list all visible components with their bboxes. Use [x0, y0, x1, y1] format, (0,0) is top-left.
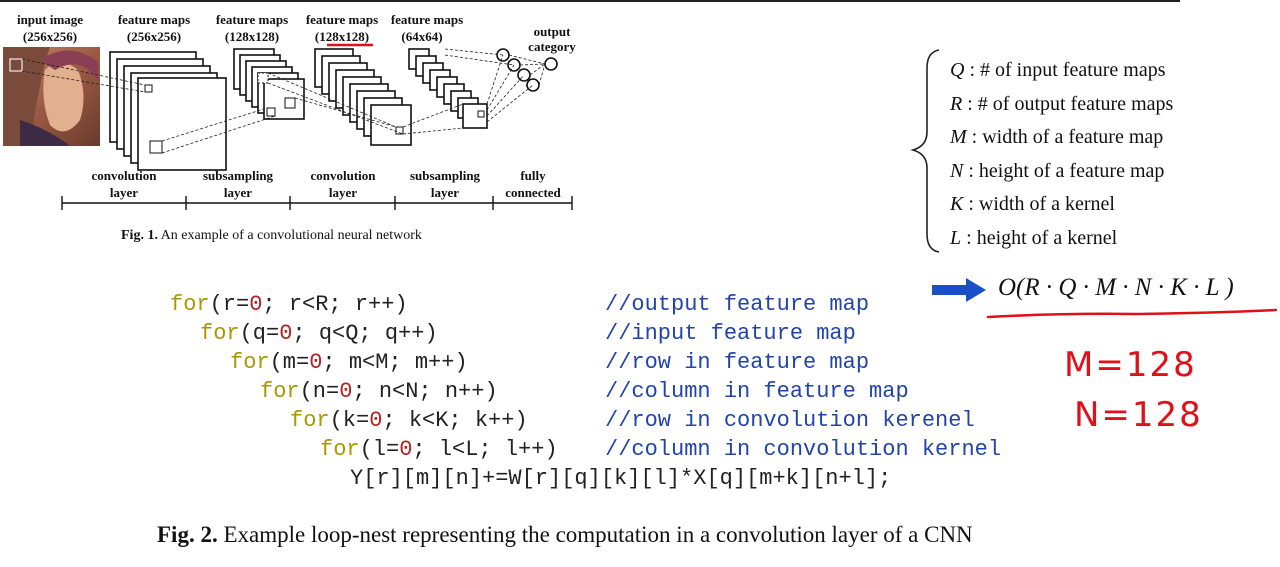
cnn-diagram-graphic: [3, 43, 573, 210]
definition-item: M : width of a feature map: [950, 126, 1164, 149]
definition-item: K : width of a kernel: [950, 193, 1115, 216]
feature-maps-3: [314, 48, 412, 146]
fig1-caption-prefix: Fig. 1.: [121, 228, 158, 243]
code-line-loop-k: for(k=0; k<K; k++): [290, 408, 528, 433]
comment-loop-k: //row in convolution kerenel: [605, 408, 975, 433]
fig2-caption-text: Example loop-nest representing the compu…: [217, 522, 973, 547]
definitions-list: Q : # of input feature maps R : # of out…: [950, 54, 1173, 256]
connection-lines: [21, 48, 546, 154]
label-fm1: feature maps: [117, 12, 191, 27]
definition-item: R : # of output feature maps: [950, 92, 1174, 115]
layer-label-2a: subsampling: [202, 168, 274, 183]
definition-item: N : height of a feature map: [950, 159, 1165, 182]
layer-label-4b: layer: [430, 185, 460, 200]
label-input-size: (256x256): [22, 29, 78, 44]
red-underline-formula: [986, 308, 1278, 319]
layer-label-1b: layer: [109, 185, 139, 200]
label-fm4: feature maps: [390, 12, 464, 27]
label-output: output: [533, 24, 571, 39]
complexity-formula: O(R · Q · M · N · K · L ): [998, 274, 1234, 301]
label-input-image: input image: [16, 12, 84, 27]
output-neurons: [496, 48, 558, 92]
comment-loop-m: //row in feature map: [605, 350, 870, 375]
layer-label-4a: subsampling: [409, 168, 481, 183]
label-fm3: feature maps: [305, 12, 379, 27]
layer-label-2b: layer: [223, 185, 253, 200]
feature-maps-4: [408, 48, 488, 129]
right-arrow-icon: [932, 278, 986, 302]
input-image: [3, 47, 100, 146]
layer-label-3b: layer: [328, 185, 358, 200]
layer-bracket: [61, 196, 573, 210]
layer-label-5b: connected: [505, 185, 561, 200]
code-line-loop-n: for(n=0; n<N; n++): [260, 379, 498, 404]
code-line-statement: Y[r][m][n]+=W[r][q][k][l]*X[q][m+k][n+l]…: [350, 466, 892, 491]
label-fm4-size: (64x64): [401, 29, 443, 44]
layer-label-5a: fully: [520, 168, 546, 183]
layer-label-3a: convolution: [310, 168, 376, 183]
label-category: category: [528, 39, 576, 54]
label-fm3-size: (128x128): [314, 29, 370, 44]
cnn-diagram: input image (256x256) feature maps (256x…: [0, 0, 600, 250]
label-fm1-size: (256x256): [126, 29, 182, 44]
code-line-loop-m: for(m=0; m<M; m++): [230, 350, 468, 375]
curly-brace-icon: [910, 49, 940, 253]
fig2-caption: Fig. 2. Example loop-nest representing t…: [157, 522, 973, 548]
comment-loop-n: //column in feature map: [605, 379, 909, 404]
comment-loop-q: //input feature map: [605, 321, 856, 346]
label-fm2-size: (128x128): [224, 29, 280, 44]
top-rule: [0, 0, 1180, 2]
layer-label-1a: convolution: [91, 168, 157, 183]
feature-maps-1: [109, 51, 227, 171]
comment-loop-r: //output feature map: [605, 292, 870, 317]
fig2-caption-prefix: Fig. 2.: [157, 522, 218, 547]
handwritten-n-value: N=128: [1074, 395, 1203, 435]
code-line-loop-r: for(r=0; r<R; r++): [170, 292, 408, 317]
fig1-caption-text: An example of a convolutional neural net…: [157, 228, 422, 243]
code-line-loop-l: for(l=0; l<L; l++): [320, 437, 558, 462]
definition-item: Q : # of input feature maps: [950, 59, 1166, 81]
loop-nest-code: for(r=0; r<R; r++) for(q=0; q<Q; q++) fo…: [170, 290, 891, 493]
code-comments: //output feature map //input feature map…: [605, 290, 1001, 464]
comment-loop-l: //column in convolution kernel: [605, 437, 1002, 462]
handwritten-m-value: M=128: [1064, 345, 1197, 385]
label-fm2: feature maps: [215, 12, 289, 27]
code-line-loop-q: for(q=0; q<Q; q++): [200, 321, 438, 346]
fig1-caption: Fig. 1. An example of a convolutional ne…: [121, 228, 422, 244]
definition-item: L : height of a kernel: [950, 226, 1118, 249]
